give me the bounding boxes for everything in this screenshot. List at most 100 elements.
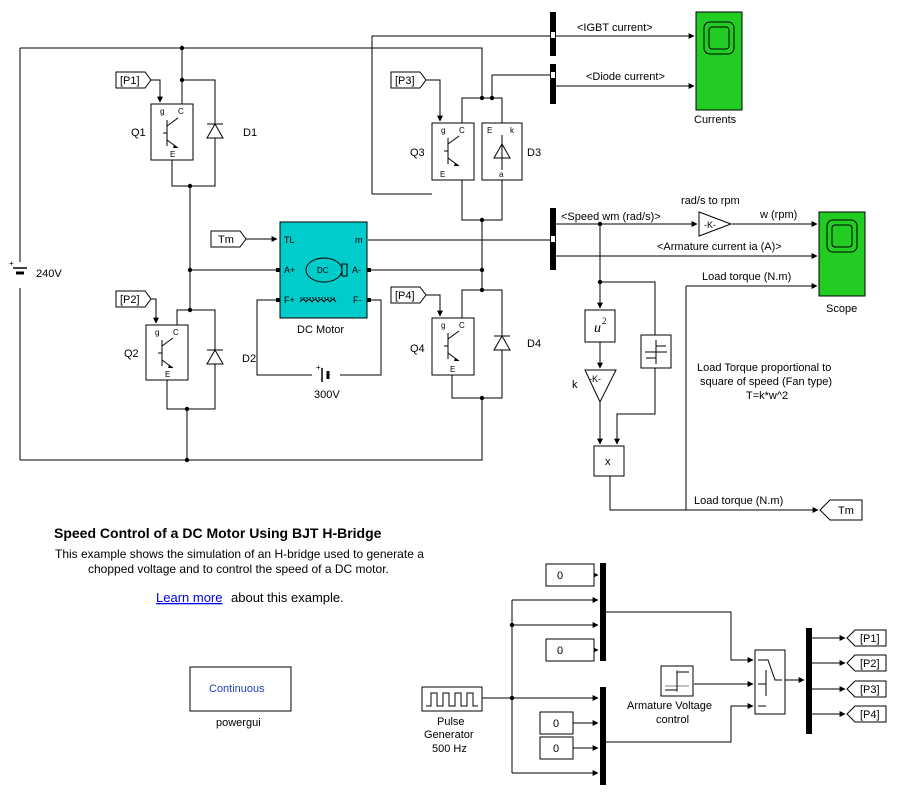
- w-rpm-signal: w (rpm): [759, 209, 797, 221]
- svg-text:[P4]: [P4]: [860, 709, 880, 721]
- goto-tag-p2[interactable]: [P2]: [846, 654, 887, 672]
- svg-text:E: E: [440, 170, 445, 179]
- svg-text:Tm: Tm: [838, 505, 854, 517]
- svg-text:chopped voltage and to control: chopped voltage and to control the speed…: [88, 562, 389, 576]
- svg-text:[P3]: [P3]: [860, 684, 880, 696]
- load-torque-wires: [597, 221, 819, 513]
- dc-motor[interactable]: DC TL m A+ A- F+ F- DC Motor: [276, 221, 371, 336]
- constant-b[interactable]: 0: [545, 638, 595, 662]
- diode-d3[interactable]: E k a D3: [481, 122, 541, 181]
- goto-tag-p1[interactable]: [P1]: [846, 629, 887, 647]
- svg-text:Armature Voltage: Armature Voltage: [627, 700, 712, 712]
- constant-c[interactable]: 0: [539, 711, 574, 735]
- info-block: Speed Control of a DC Motor Using BJT H-…: [54, 525, 424, 605]
- powergui-label: powergui: [216, 717, 261, 729]
- goto-tag-p3[interactable]: [P3]: [846, 680, 887, 698]
- igbt-q3-label: Q3: [410, 147, 425, 159]
- svg-text:C: C: [173, 328, 179, 337]
- from-tag-tm[interactable]: Tm: [210, 230, 278, 248]
- dc-source-300v[interactable]: + 300V: [312, 363, 340, 401]
- igbt-q4[interactable]: g C E Q4: [410, 317, 475, 376]
- diode-d1[interactable]: D1: [206, 118, 257, 146]
- svg-text:[P4]: [P4]: [395, 290, 415, 302]
- svg-text:0: 0: [553, 718, 559, 730]
- svg-text:-K-: -K-: [589, 374, 601, 384]
- armature-voltage-step[interactable]: Armature Voltage control: [627, 665, 712, 726]
- dc-source-240v[interactable]: + 240V: [9, 259, 62, 288]
- svg-text:x: x: [605, 456, 611, 468]
- svg-text:C: C: [459, 321, 465, 330]
- goto-tag-tm[interactable]: Tm: [819, 499, 863, 521]
- scope-label: Scope: [826, 303, 857, 315]
- control-wires: [482, 572, 805, 776]
- from-tag-p3[interactable]: [P3]: [390, 71, 443, 122]
- product-block[interactable]: x: [593, 445, 625, 477]
- rad-to-rpm-label: rad/s to rpm: [681, 195, 740, 207]
- svg-text:a: a: [499, 170, 504, 179]
- load-torque-signal-top: Load torque (N.m): [702, 271, 791, 283]
- svg-text:about this example.: about this example.: [231, 590, 344, 605]
- bus-selector-igbt[interactable]: <IGBT current>: [550, 12, 695, 56]
- svg-text:g: g: [155, 328, 159, 337]
- dc-motor-label: DC Motor: [297, 324, 344, 336]
- svg-text:[P3]: [P3]: [395, 75, 415, 87]
- currents-scope-label: Currents: [694, 114, 737, 126]
- svg-text:2: 2: [602, 316, 607, 326]
- diode-current-signal: <Diode current>: [586, 71, 665, 83]
- igbt-q2[interactable]: g C E Q2: [124, 324, 189, 381]
- svg-text:E: E: [450, 365, 455, 374]
- svg-text:g: g: [441, 321, 445, 330]
- svg-text:TL: TL: [284, 235, 295, 245]
- svg-text:m: m: [355, 235, 363, 245]
- load-torque-note: Load Torque proportional to square of sp…: [697, 362, 832, 402]
- svg-text:[P1]: [P1]: [860, 633, 880, 645]
- powergui-block[interactable]: Continuous powergui: [189, 666, 292, 729]
- from-tag-p1[interactable]: [P1]: [115, 71, 163, 103]
- igbt-q3[interactable]: g C E Q3: [410, 122, 475, 181]
- svg-text:F-: F-: [353, 295, 362, 305]
- svg-text:+: +: [9, 259, 14, 268]
- igbt-q1[interactable]: g C E Q1: [131, 103, 194, 161]
- svg-text:A+: A+: [284, 265, 295, 275]
- sign-block[interactable]: [640, 334, 672, 369]
- svg-text:0: 0: [557, 570, 563, 582]
- gain-rad-to-rpm[interactable]: -K- rad/s to rpm: [681, 195, 740, 237]
- svg-text:This example shows the simulat: This example shows the simulation of an …: [55, 547, 424, 561]
- dc-source-300v-label: 300V: [314, 389, 340, 401]
- svg-text:Pulse: Pulse: [437, 716, 465, 728]
- mux-lower[interactable]: [600, 687, 606, 785]
- igbt-q1-label: Q1: [131, 127, 146, 139]
- pulse-generator[interactable]: Pulse Generator 500 Hz: [421, 686, 483, 755]
- learn-more-link[interactable]: Learn more: [156, 590, 222, 605]
- svg-text:E: E: [165, 370, 170, 379]
- svg-text:u: u: [594, 321, 601, 336]
- from-tag-p4[interactable]: [P4]: [390, 286, 443, 317]
- svg-text:Tm: Tm: [218, 234, 234, 246]
- svg-text:C: C: [459, 126, 465, 135]
- mux-upper[interactable]: [600, 563, 606, 661]
- demux[interactable]: [806, 628, 812, 734]
- square-block[interactable]: u 2: [584, 309, 616, 343]
- diode-d4[interactable]: D4: [493, 333, 541, 355]
- load-torque-signal-bottom: Load torque (N.m): [694, 495, 783, 507]
- svg-text:F+: F+: [284, 295, 295, 305]
- dc-source-240v-label: 240V: [36, 268, 62, 280]
- multiport-switch[interactable]: [754, 649, 786, 715]
- igbt-q4-label: Q4: [410, 343, 425, 355]
- diode-d4-label: D4: [527, 338, 541, 350]
- gain-k[interactable]: -K- k: [572, 369, 617, 404]
- diode-d2[interactable]: D2: [206, 343, 256, 373]
- junction-dots: [179, 45, 495, 463]
- from-tag-p2[interactable]: [P2]: [115, 290, 159, 324]
- page-title: Speed Control of a DC Motor Using BJT H-…: [54, 525, 382, 541]
- svg-text:control: control: [656, 714, 689, 726]
- svg-text:A-: A-: [352, 265, 361, 275]
- currents-scope[interactable]: Currents: [694, 11, 743, 126]
- goto-tag-p4[interactable]: [P4]: [846, 705, 887, 723]
- constant-a[interactable]: 0: [545, 563, 595, 587]
- power-wires: [19, 35, 552, 461]
- bus-selector-speed[interactable]: <Speed wm (rad/s)> <Armature current ia …: [550, 208, 782, 270]
- scope[interactable]: Scope: [818, 211, 866, 315]
- constant-d[interactable]: 0: [539, 736, 574, 760]
- bus-selector-diode[interactable]: <Diode current>: [550, 64, 695, 104]
